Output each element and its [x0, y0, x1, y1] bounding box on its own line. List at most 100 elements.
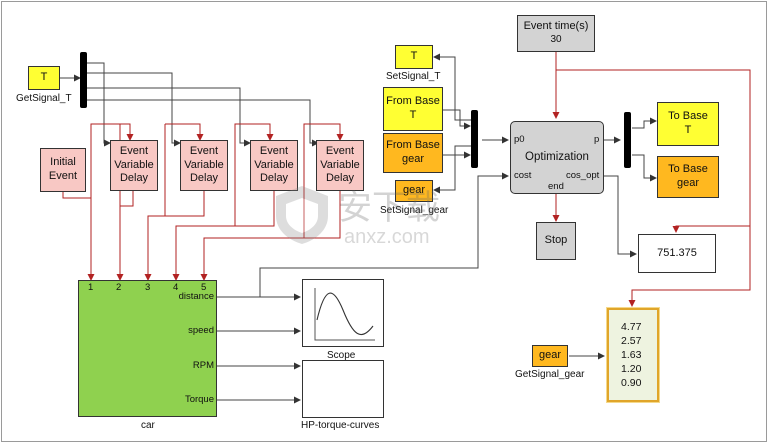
ewire-delay3-car4 [172, 191, 275, 281]
opt-port-cos-opt: cos_opt [566, 170, 600, 181]
scope-caption: Scope [327, 350, 356, 361]
mux-middle[interactable] [471, 110, 478, 168]
ewire-delay1-car2 [116, 191, 134, 281]
get-signal-t-text: T [40, 71, 48, 84]
wire-mux-setgear [433, 145, 478, 194]
set-signal-gear-caption: SetSignal_gear [380, 205, 449, 216]
delay-4-line3: Delay [325, 172, 355, 185]
wire-demux-tobasegear [632, 154, 657, 182]
ewire-to-display-cost [672, 225, 750, 233]
delay-1-line1: Event [119, 144, 149, 157]
delay-3-line2: Variable [254, 158, 294, 171]
event-time-title: Event time(s) [523, 20, 589, 33]
delay-3-line1: Event [259, 144, 289, 157]
from-base-gear-block[interactable]: From Base gear [383, 133, 443, 173]
optimization-block[interactable]: Optimization [510, 121, 604, 194]
get-signal-gear-block[interactable]: gear [532, 345, 568, 367]
initial-event-block[interactable]: Initial Event [40, 148, 86, 192]
delay-block-3[interactable]: Event Variable Delay [250, 140, 298, 191]
delay-block-2[interactable]: Event Variable Delay [180, 140, 228, 191]
get-signal-gear-text: gear [538, 349, 562, 362]
delay-2-line3: Delay [189, 172, 219, 185]
to-base-t-block[interactable]: To Base T [657, 102, 719, 146]
ewire-initial-car1 [62, 192, 95, 281]
opt-port-p0: p0 [514, 134, 525, 145]
car-output-speed: speed [188, 325, 214, 336]
get-signal-gear-caption: GetSignal_gear [515, 369, 585, 380]
wire-fromT-mux [443, 109, 471, 130]
display-cost-value: 751.375 [657, 246, 697, 259]
car-caption: car [141, 420, 155, 431]
ewire-loop4 [303, 123, 344, 238]
car-output-distance: distance [178, 291, 214, 302]
delay-2-line1: Event [189, 144, 219, 157]
car-output-torque: Torque [184, 394, 214, 405]
from-base-gear-line1: From Base [386, 139, 440, 152]
ewire-eventtime-display [556, 69, 751, 307]
initial-event-line1: Initial [50, 156, 76, 169]
delay-1-line3: Delay [119, 172, 149, 185]
gear-value-1: 4.77 [621, 321, 642, 333]
demux-left[interactable] [80, 52, 87, 108]
ewire-loop3 [234, 123, 274, 226]
set-signal-t-text: T [410, 50, 418, 63]
car-input-2: 2 [116, 282, 122, 293]
wire-mux-setT [433, 53, 478, 121]
set-signal-t-block[interactable]: T [395, 45, 433, 69]
delay-4-line1: Event [325, 144, 355, 157]
opt-port-end: end [548, 181, 564, 192]
hp-torque-block[interactable] [302, 360, 384, 418]
set-signal-t-caption: SetSignal_T [386, 71, 441, 82]
to-base-gear-line1: To Base [668, 163, 708, 176]
car-input-1: 1 [88, 282, 94, 293]
wire-cosopt-display [604, 175, 637, 258]
from-base-t-line1: From Base [386, 95, 440, 108]
to-base-gear-block[interactable]: To Base gear [657, 156, 719, 198]
display-cost-block[interactable]: 751.375 [638, 234, 716, 273]
car-input-3: 3 [145, 282, 151, 293]
wire-distance-cost [259, 172, 509, 297]
ewire-loop1 [90, 123, 134, 198]
delay-block-4[interactable]: Event Variable Delay [316, 140, 364, 191]
set-signal-gear-text: gear [402, 184, 426, 197]
wire-demux-delay4 [87, 99, 319, 147]
get-signal-t-caption: GetSignal_T [16, 93, 72, 104]
gear-value-5: 0.90 [621, 377, 642, 389]
ewire-delay4-car5 [200, 191, 341, 281]
gear-value-2: 2.57 [621, 335, 642, 347]
delay-block-1[interactable]: Event Variable Delay [110, 140, 158, 191]
gear-value-3: 1.63 [621, 349, 642, 361]
set-signal-gear-block[interactable]: gear [395, 180, 433, 202]
wire-demux-delay3 [87, 87, 251, 147]
opt-port-cost: cost [514, 170, 532, 181]
ewire-delay2-car3 [148, 191, 205, 217]
stop-block[interactable]: Stop [536, 222, 576, 260]
delay-1-line2: Variable [114, 158, 154, 171]
get-signal-t-block[interactable]: T [28, 66, 60, 90]
stop-text: Stop [544, 234, 568, 247]
wire-demux-delay1 [87, 62, 111, 147]
display-gear-block[interactable]: 4.77 2.57 1.63 1.20 0.90 [607, 308, 659, 402]
delay-2-line2: Variable [184, 158, 224, 171]
wire-demux-tobaseT [632, 117, 657, 129]
event-time-block[interactable]: Event time(s) 30 [517, 15, 595, 52]
delay-4-line2: Variable [320, 158, 360, 171]
event-time-value: 30 [550, 34, 562, 46]
from-base-gear-line2: gear [401, 153, 425, 165]
opt-port-p: p [594, 134, 600, 145]
gear-value-4: 1.20 [621, 363, 642, 375]
to-base-t-line1: To Base [668, 110, 708, 123]
to-base-t-line2: T [684, 124, 692, 136]
car-block[interactable] [78, 280, 217, 417]
initial-event-line2: Event [48, 170, 78, 182]
optimization-title: Optimization [525, 151, 589, 164]
from-base-t-block[interactable]: From Base T [383, 87, 443, 131]
from-base-t-line2: T [409, 109, 417, 121]
scope-block[interactable] [302, 279, 384, 347]
demux-right[interactable] [624, 112, 631, 168]
hp-torque-caption: HP-torque-curves [301, 420, 380, 431]
wire-demux-delay2 [87, 72, 181, 147]
